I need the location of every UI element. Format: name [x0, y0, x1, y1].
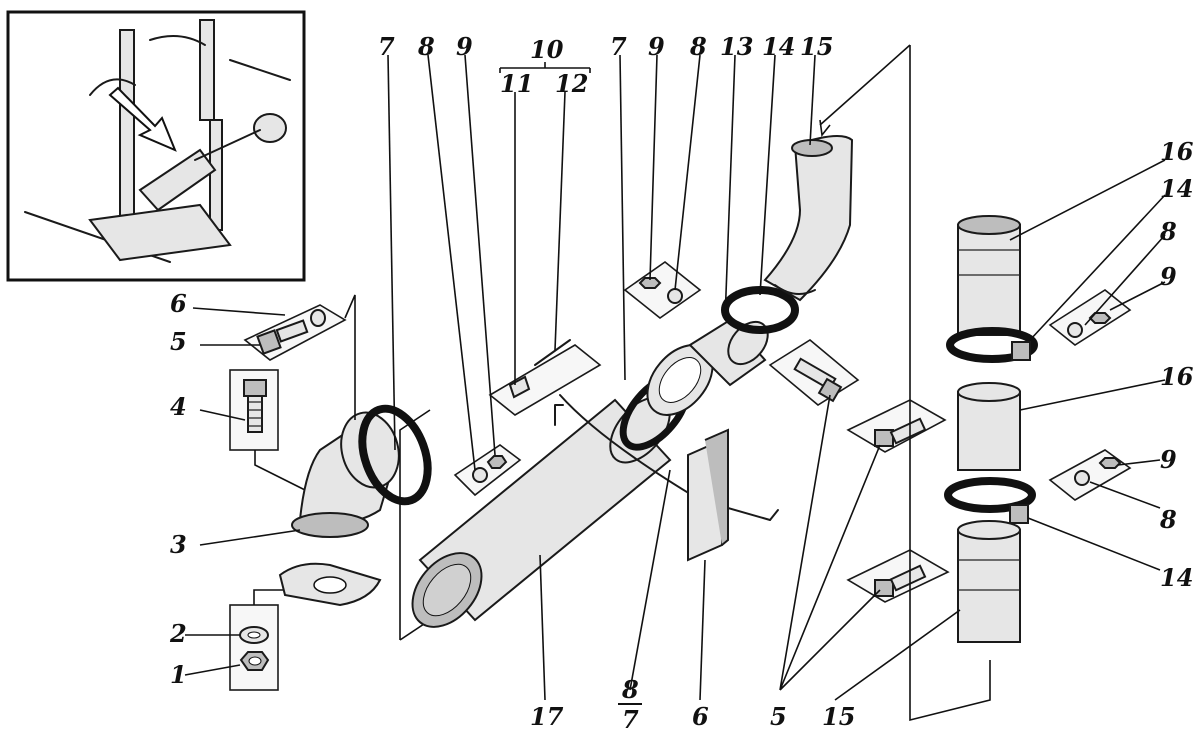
callout-5: 5 — [170, 327, 187, 356]
callout-6-bottom: 6 — [692, 702, 709, 731]
clip-panel-11-12 — [488, 339, 602, 416]
callout-7-fraction-denominator: 7 — [622, 705, 639, 734]
nut-washer-panel-right-top — [1048, 289, 1132, 346]
nut-washer-panel — [229, 589, 290, 691]
nut-washer-panel-right-mid — [1048, 449, 1132, 501]
callout-14-top: 14 — [762, 32, 795, 61]
callout-8-right-lower: 8 — [1159, 505, 1177, 534]
leader-lines — [184, 54, 1166, 701]
callout-8-centre: 8 — [689, 32, 707, 61]
callout-6: 6 — [170, 289, 187, 318]
flange-gasket-13 — [619, 344, 714, 451]
bolt-panel-4 — [229, 369, 306, 491]
callout-9-left: 9 — [456, 32, 473, 61]
pipe-15-lower — [957, 520, 1021, 643]
callout-4: 4 — [170, 392, 187, 421]
callout-15-top: 15 — [800, 32, 833, 61]
gasket-2 — [278, 562, 382, 607]
sleeve-16-top — [957, 215, 1021, 336]
inset-location-view — [6, 10, 306, 282]
callout-16-middle: 16 — [1160, 362, 1194, 391]
elbow-pipe-3 — [291, 411, 400, 538]
bolt-washer-panel-5-6 — [243, 294, 356, 420]
callout-1: 1 — [170, 660, 187, 689]
callout-labels: 1 2 3 4 5 6 7 8 9 10 11 12 7 9 8 13 14 1… — [169, 32, 1194, 734]
callout-3: 3 — [170, 530, 187, 559]
callout-11: 11 — [500, 69, 533, 98]
callout-7-left: 7 — [378, 32, 395, 61]
callout-5-bottom: 5 — [770, 702, 787, 731]
sleeve-16-middle — [957, 382, 1021, 471]
callout-17: 17 — [530, 702, 564, 731]
callout-10: 10 — [530, 35, 564, 64]
callout-9-centre: 9 — [648, 32, 665, 61]
callout-15-bottom: 15 — [822, 702, 855, 731]
exhaust-bend-pipe-15 — [763, 135, 854, 302]
callout-7-centre: 7 — [610, 32, 627, 61]
bolt-panel-right — [846, 399, 947, 453]
muffler-pipe-17 — [411, 396, 672, 628]
callout-13: 13 — [720, 32, 753, 61]
nut-washer-panel-8-9-centre — [453, 444, 522, 497]
callout-9-right-lower: 9 — [1160, 445, 1177, 474]
nut-washer-panel-top — [623, 261, 702, 319]
clamp-14-top — [946, 327, 1038, 363]
gasket-ring — [358, 404, 432, 506]
callout-2: 2 — [169, 619, 187, 648]
callout-12: 12 — [555, 69, 588, 98]
bolt-panel-right-lower — [846, 549, 950, 603]
callout-9-right-top: 9 — [1160, 262, 1177, 291]
callout-8-right-top: 8 — [1159, 217, 1177, 246]
callout-14-right-lower: 14 — [1160, 563, 1193, 592]
callout-16-top: 16 — [1160, 137, 1194, 166]
bracket-6 — [687, 428, 729, 562]
callout-8-fraction-numerator: 8 — [621, 675, 639, 704]
callout-14-right-top: 14 — [1160, 174, 1193, 203]
clamp-14-lower — [944, 477, 1036, 524]
callout-8-left: 8 — [417, 32, 435, 61]
bolt-panel-centre — [768, 339, 860, 406]
